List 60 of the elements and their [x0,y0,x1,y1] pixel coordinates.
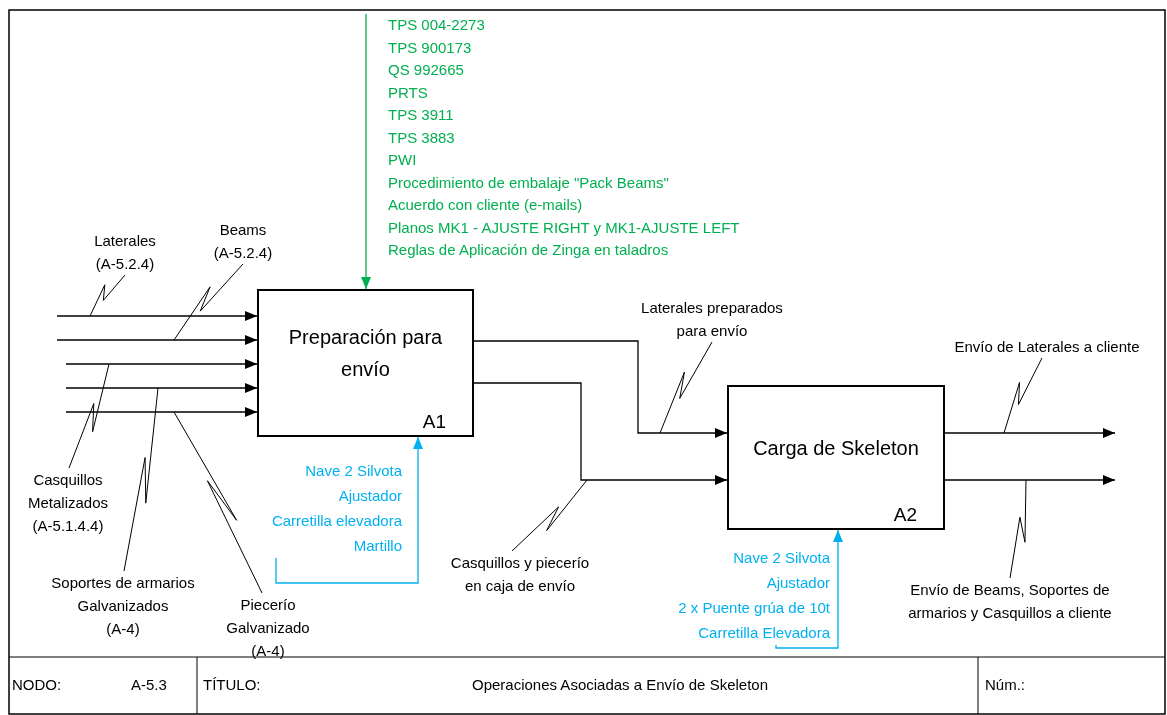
arrow [65,383,258,393]
mechanism-item: Nave 2 Silvota [305,461,402,481]
activity-number: A1 [422,411,446,433]
leader-line [173,263,244,341]
title-block-text: A-5.3 [131,676,167,693]
arrow-label: Laterales (A-5.2.4) [93,231,157,274]
control-item: Planos MK1 - AJUSTE RIGHT y MK1-AJUSTE LEFT [388,217,740,238]
arrow-label: Piecerío Galvanizado (A-4) [225,595,311,661]
leader-line [89,274,126,317]
control-item: TPS 004-2273 [388,15,485,35]
arrow [65,359,258,369]
mechanism-item: 2 x Puente grúa de 10t [678,598,830,618]
arrow [944,475,1116,485]
control-item: PWI [388,150,417,170]
title-block-text: Operaciones Asociadas a Envío de Skeleton [471,676,769,693]
arrow [775,529,843,649]
leader-line [123,387,159,572]
arrow-label: Envío de Laterales a cliente [953,337,1141,357]
control-item: Reglas de Aplicación de Zinga en taladros [388,240,669,260]
mechanism-item: Ajustador [766,573,830,593]
activity-title: Preparación para envío [287,325,444,382]
arrow [65,407,258,417]
control-item: Acuerdo con cliente (e-mails) [388,195,583,215]
arrow [56,311,258,321]
arrow-label: Soportes de armarios Galvanizados (A-4) [50,573,196,639]
arrow-label: Envío de Beams, Soportes de armarios y Casquillos a cliente [907,580,1113,623]
activity-title: Carga de Skeleton [752,435,920,461]
mechanism-item: Nave 2 Silvota [733,548,830,568]
arrow [473,340,728,438]
arrow-label: Casquillos Metalizados (A-5.1.4.4) [26,470,109,536]
title-block-text: NODO: [12,676,62,693]
leader-line [511,479,588,552]
control-item: PRTS [388,82,428,103]
mechanism-item: Martillo [353,536,402,556]
activity-number: A2 [893,504,917,526]
leader-line [173,411,263,594]
control-item: TPS 3883 [388,127,455,148]
arrow-label: Casquillos y piecerío en caja de envío [449,553,591,596]
arrow [275,436,423,584]
arrow [56,335,258,345]
activity-box [257,289,474,437]
activity-box [727,385,945,530]
control-item: TPS 3911 [388,105,454,125]
leader-line [1009,479,1027,579]
leader-line [659,341,713,434]
mechanism-item: Carretilla Elevadora [698,623,830,643]
arrow [473,382,728,485]
mechanism-item: Ajustador [338,486,402,506]
leader-line [68,363,110,469]
title-block-text: Núm.: [985,676,1025,693]
control-item: TPS 900173 [388,37,472,58]
arrow-label: Beams (A-5.2.4) [212,220,274,263]
control-item: QS 992665 [388,60,464,80]
arrow [361,13,371,290]
arrow-label: Laterales preparados para envío [640,298,784,341]
mechanism-item: Carretilla elevadora [271,511,402,531]
leader-line [1003,357,1043,434]
control-item: Procedimiento de embalaje "Pack Beams" [388,172,669,193]
arrow [944,428,1116,438]
title-block-text: TÍTULO: [203,676,261,693]
